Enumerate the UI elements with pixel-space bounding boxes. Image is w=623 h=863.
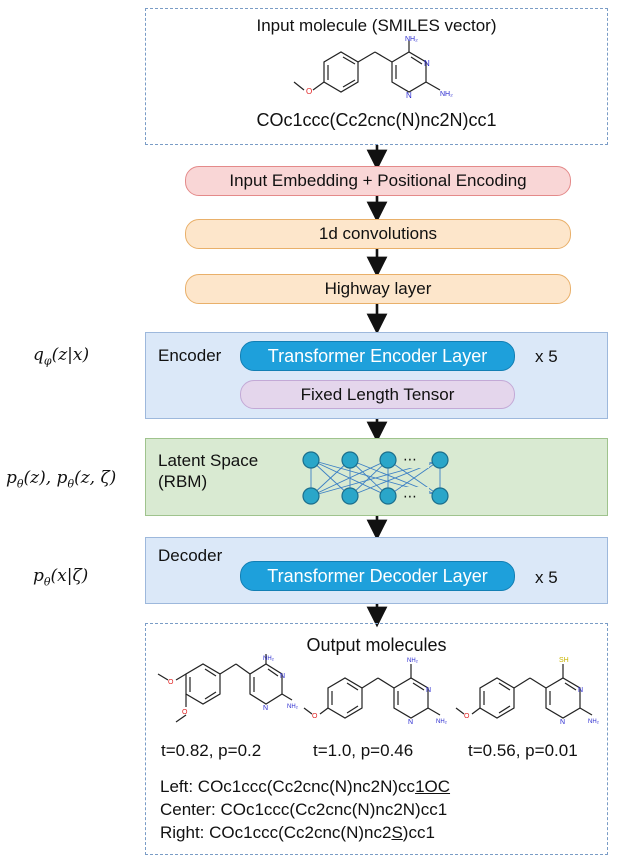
- svg-text:SH: SH: [559, 657, 569, 664]
- svg-text:O: O: [464, 713, 470, 720]
- encoder-label: Encoder: [158, 346, 222, 365]
- rbm-diagram: ⋯ ⋯: [302, 450, 449, 505]
- encoder-math: qφ(z|x): [33, 345, 90, 368]
- latent-label-line2: (RBM): [158, 472, 208, 491]
- svg-text:O: O: [312, 713, 318, 720]
- smiles-right-change: S: [391, 823, 403, 842]
- rbm-visible-node: [431, 451, 449, 469]
- conv-block: 1d convolutions: [185, 219, 571, 249]
- input-molecule-box: [145, 8, 608, 145]
- oxygen-atom-label: O: [306, 87, 312, 96]
- svg-text:NH₂: NH₂: [588, 719, 600, 725]
- svg-text:O: O: [168, 679, 174, 686]
- latent-panel: [145, 438, 608, 516]
- decoder-label: Decoder: [158, 546, 223, 565]
- svg-text:N: N: [263, 705, 268, 712]
- rbm-visible-node: [341, 451, 359, 469]
- rbm-ellipsis-bottom: ⋯: [403, 489, 417, 505]
- highway-block: Highway layer: [185, 274, 571, 304]
- rbm-hidden-node: [379, 487, 397, 505]
- svg-text:N: N: [560, 719, 565, 726]
- input-title: Input molecule (SMILES vector): [256, 16, 497, 35]
- smiles-left-change: 1OC: [415, 777, 451, 796]
- smiles-center: Center: COc1ccc(Cc2cnc(N)nc2N)cc1: [160, 800, 448, 819]
- encoder-layer-block: Transformer Encoder Layer: [240, 341, 515, 371]
- score-center: t=1.0, p=0.46: [313, 741, 414, 760]
- embedding-block: Input Embedding + Positional Encoding: [185, 166, 571, 196]
- output-molecule-right: O SH N N NH₂: [455, 657, 600, 726]
- svg-text:NH₂: NH₂: [407, 658, 419, 664]
- rbm-ellipsis-top: ⋯: [403, 452, 417, 468]
- rbm-visible-node: [302, 451, 320, 469]
- nh2-top-label: NH₂: [405, 36, 418, 43]
- rbm-visible-node: [379, 451, 397, 469]
- input-smiles: COc1ccc(Cc2cnc(N)nc2N)cc1: [256, 110, 497, 130]
- output-title: Output molecules: [306, 635, 447, 655]
- rbm-hidden-node: [302, 487, 320, 505]
- output-molecules-box: [145, 623, 608, 855]
- latent-math: pθ(z), pθ(z, ζ): [6, 468, 117, 491]
- nh2-right-label: NH₂: [440, 91, 453, 98]
- svg-text:N: N: [426, 687, 431, 694]
- output-molecule-center: O NH₂ N N NH₂: [303, 658, 448, 726]
- latent-label-line1: Latent Space: [158, 451, 259, 470]
- svg-text:N: N: [578, 687, 583, 694]
- smiles-left: Left: COc1ccc(Cc2cnc(N)nc2N)cc1OC: [160, 777, 450, 797]
- input-molecule-structure: O NH₂ N N NH₂: [293, 36, 453, 100]
- decoder-math: pθ(x|ζ): [33, 566, 89, 589]
- rbm-hidden-node: [431, 487, 449, 505]
- svg-text:NH₂: NH₂: [263, 656, 275, 662]
- svg-text:NH₂: NH₂: [287, 704, 299, 710]
- n-top-label: N: [424, 59, 430, 68]
- n-bottom-label: N: [406, 91, 412, 100]
- smiles-left-prefix: Left: COc1ccc(Cc2cnc(N)nc2N)cc: [160, 777, 416, 796]
- svg-text:N: N: [408, 719, 413, 726]
- output-molecule-left: O O NH₂ N N NH₂: [157, 654, 299, 723]
- score-left: t=0.82, p=0.2: [161, 741, 262, 760]
- decoder-repeat: x 5: [535, 568, 558, 587]
- smiles-right-suffix: )cc1: [402, 823, 435, 842]
- svg-text:NH₂: NH₂: [436, 719, 448, 725]
- fixed-length-tensor: Fixed Length Tensor: [240, 380, 515, 409]
- score-right: t=0.56, p=0.01: [468, 741, 578, 760]
- svg-text:O: O: [182, 709, 188, 716]
- encoder-repeat: x 5: [535, 347, 558, 366]
- rbm-hidden-node: [341, 487, 359, 505]
- svg-text:N: N: [280, 673, 285, 680]
- smiles-right: Right: COc1ccc(Cc2cnc(N)nc2S)cc1: [160, 823, 435, 843]
- smiles-right-prefix: Right: COc1ccc(Cc2cnc(N)nc2: [160, 823, 392, 842]
- decoder-layer-block: Transformer Decoder Layer: [240, 561, 515, 591]
